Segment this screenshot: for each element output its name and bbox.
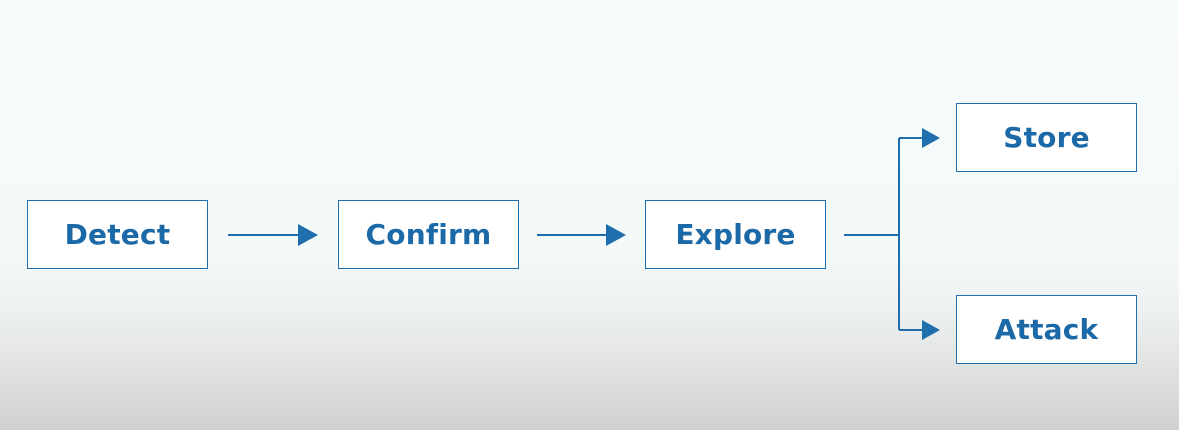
arrowhead-icon bbox=[922, 128, 940, 148]
node-store: Store bbox=[956, 103, 1137, 172]
arrowhead-icon bbox=[298, 224, 318, 246]
arrow-explore-to-store bbox=[899, 128, 940, 148]
node-label: Store bbox=[1003, 121, 1090, 154]
arrow-detect-to-confirm bbox=[228, 224, 318, 246]
arrowhead-icon bbox=[606, 224, 626, 246]
node-label: Attack bbox=[994, 313, 1099, 346]
node-explore: Explore bbox=[645, 200, 826, 269]
arrow-explore-to-attack bbox=[899, 320, 940, 340]
branch-connector-explore bbox=[844, 138, 900, 330]
node-detect: Detect bbox=[27, 200, 208, 269]
arrow-confirm-to-explore bbox=[537, 224, 626, 246]
node-label: Detect bbox=[64, 218, 171, 251]
node-confirm: Confirm bbox=[338, 200, 519, 269]
arrowhead-icon bbox=[922, 320, 940, 340]
node-label: Confirm bbox=[365, 218, 492, 251]
node-attack: Attack bbox=[956, 295, 1137, 364]
node-label: Explore bbox=[675, 218, 796, 251]
